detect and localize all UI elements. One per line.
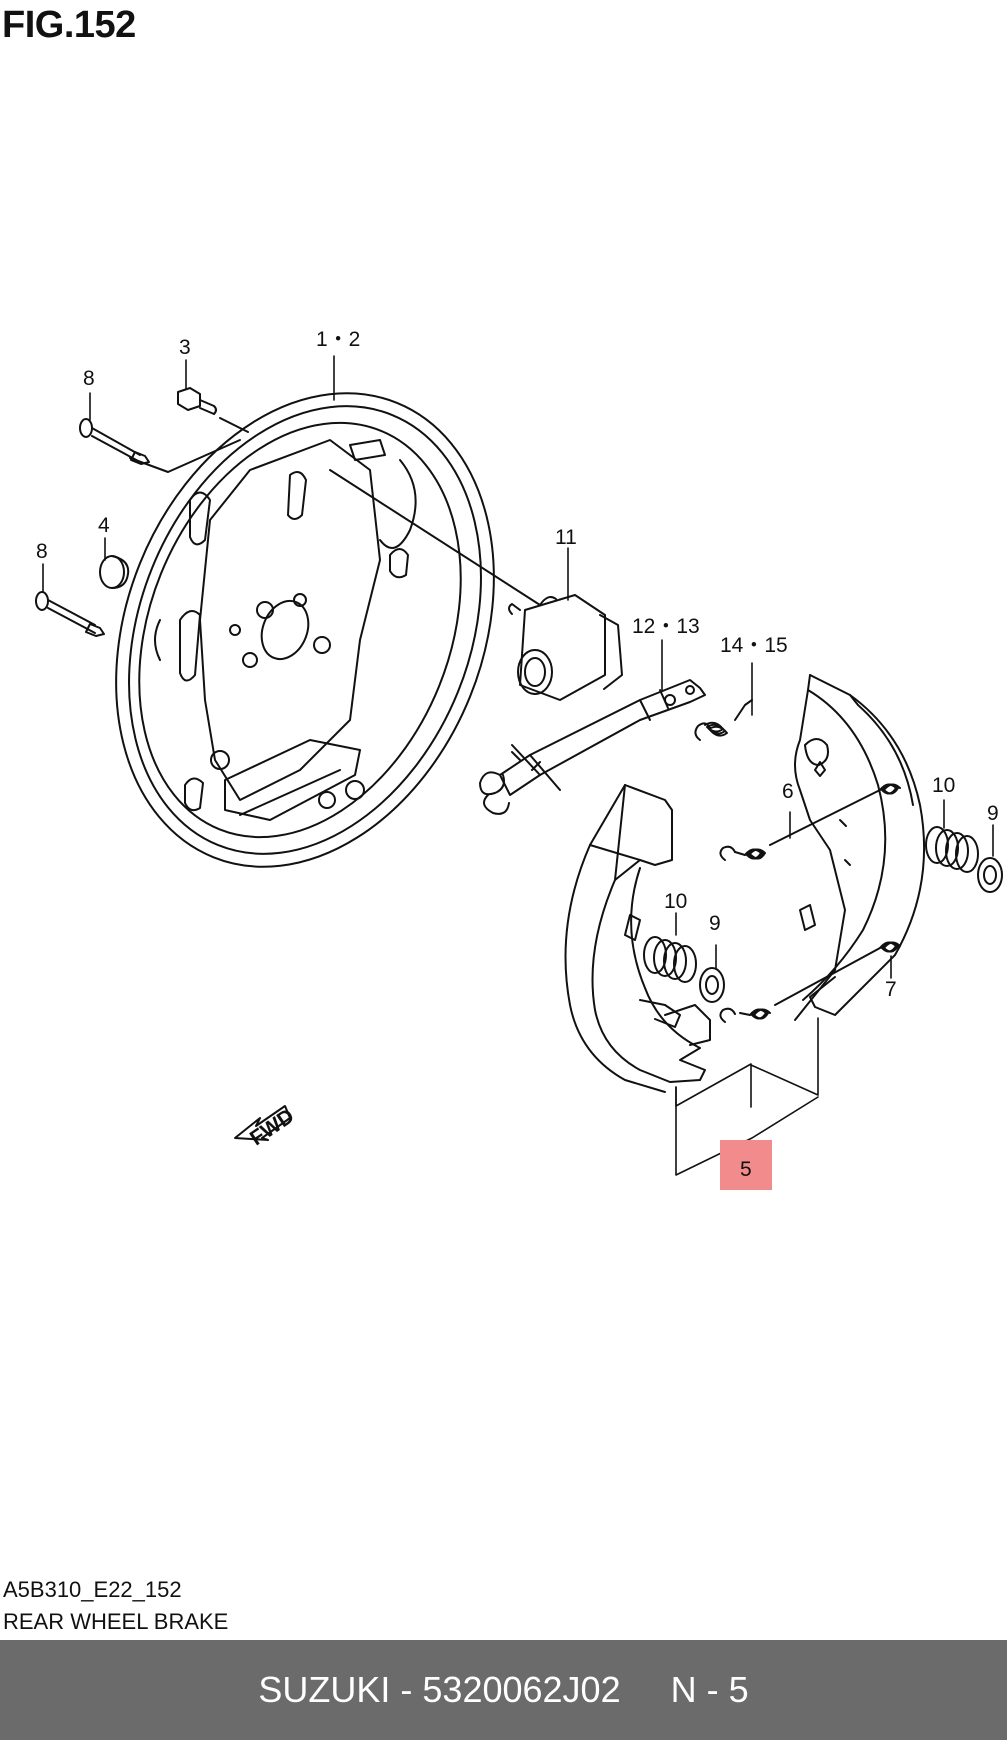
backing-plate xyxy=(115,392,495,868)
return-spring-lower xyxy=(719,941,901,1023)
forward-arrow-icon: FWD xyxy=(234,1104,299,1150)
hold-down-pin-upper xyxy=(79,418,150,465)
callout-7: 7 xyxy=(885,978,897,1001)
callout-6: 6 xyxy=(782,780,794,803)
hold-down-pin-lower xyxy=(35,591,105,637)
part-info-bar: SUZUKI - 5320062J02 N - 5 xyxy=(0,1640,1007,1740)
callout-10-left: 10 xyxy=(664,890,687,913)
callout-3: 3 xyxy=(179,336,191,359)
callout-1-2: 1・2 xyxy=(316,328,360,351)
diagram-code: A5B310_E22_152 xyxy=(3,1577,182,1602)
wheel-cylinder xyxy=(329,469,623,701)
spring-retainer-right xyxy=(977,857,1003,893)
callout-5: 5 xyxy=(740,1158,752,1181)
spring-retainer-left xyxy=(699,967,725,1003)
fwd-label: FWD xyxy=(246,1104,299,1150)
exploded-parts-diagram: 1・2 3 8 4 8 11 12・13 14・15 6 10 9 10 9 7… xyxy=(35,328,1003,1190)
callout-8-upper: 8 xyxy=(83,367,95,390)
callout-9-right: 9 xyxy=(987,802,999,825)
return-spring-upper xyxy=(719,783,901,861)
brake-shoe-right xyxy=(794,674,926,1021)
hold-down-spring-right xyxy=(925,826,979,873)
callout-8-lower: 8 xyxy=(36,540,48,563)
callout-labels: 1・2 3 8 4 8 11 12・13 14・15 6 10 9 10 9 7… xyxy=(36,328,999,1181)
leader-lines xyxy=(42,355,994,1176)
adjuster-strut xyxy=(479,679,706,815)
figure-title: FIG.152 xyxy=(2,4,136,46)
callout-10-right: 10 xyxy=(932,774,955,797)
plug xyxy=(99,555,130,589)
adjuster-spring xyxy=(694,699,753,741)
brake-shoe-left xyxy=(564,784,711,1093)
callout-4: 4 xyxy=(98,514,110,537)
bleeder-bolt xyxy=(129,387,249,473)
callout-14-15: 14・15 xyxy=(720,634,788,657)
callout-11: 11 xyxy=(555,526,577,549)
part-position: N - 5 xyxy=(670,1669,749,1710)
hold-down-spring-left xyxy=(643,936,697,983)
part-number: SUZUKI - 5320062J02 xyxy=(258,1669,621,1710)
diagram-name: REAR WHEEL BRAKE xyxy=(3,1609,229,1634)
callout-5-highlight xyxy=(720,1140,772,1190)
callout-12-13: 12・13 xyxy=(632,615,700,638)
callout-9-left: 9 xyxy=(709,912,721,935)
